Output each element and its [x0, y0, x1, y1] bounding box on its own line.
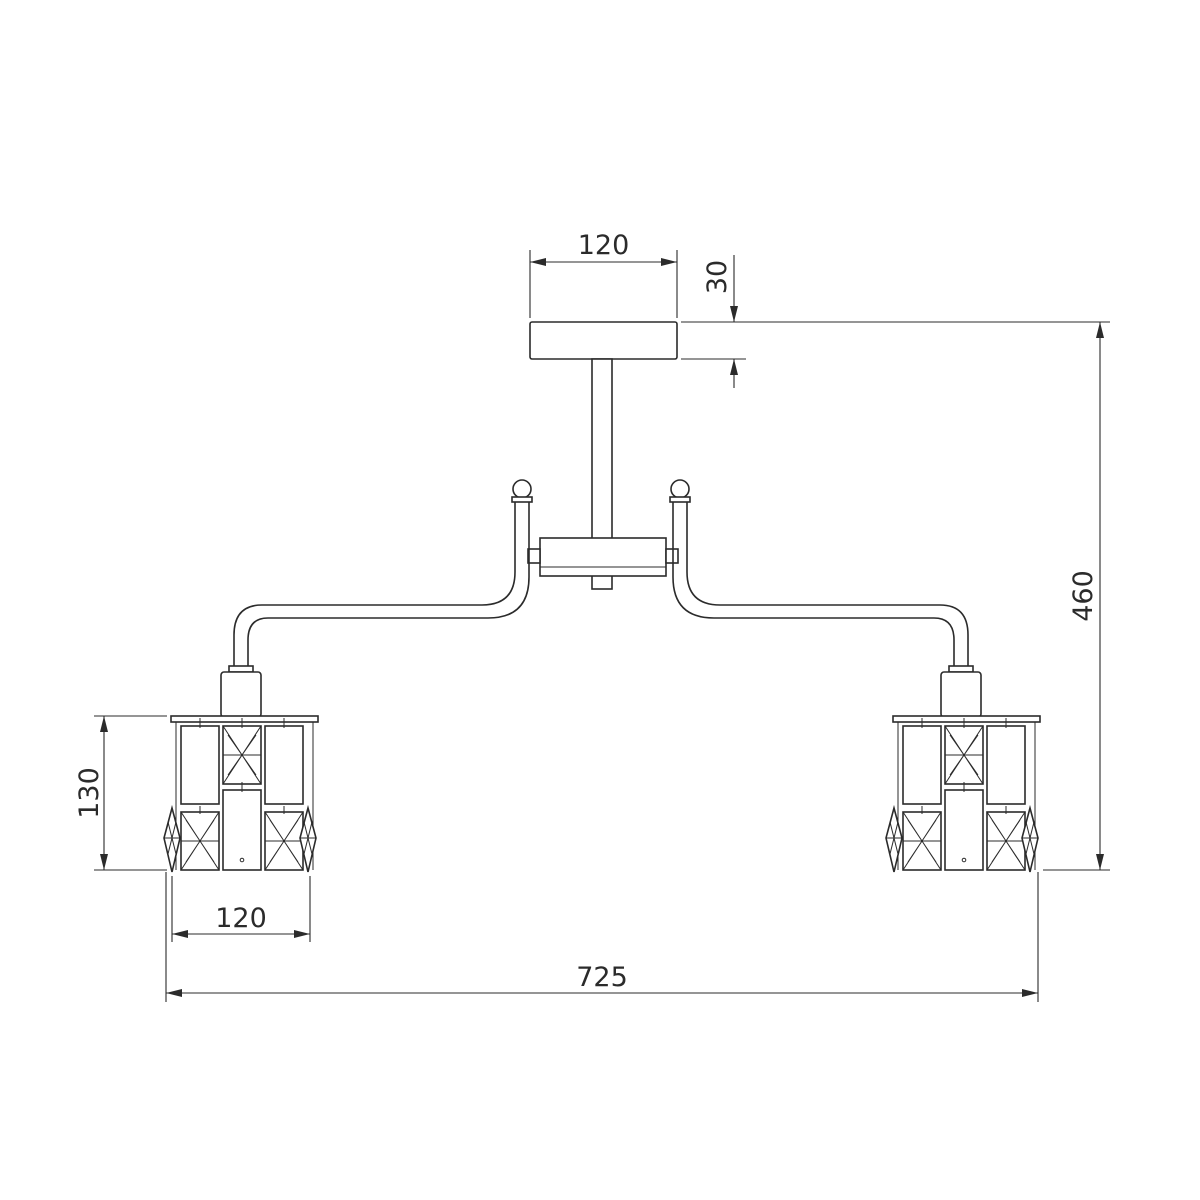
dimension-canopy-height: 30 — [681, 255, 746, 388]
dimension-label-total-height: 460 — [1068, 570, 1099, 622]
left-lamp-shade — [163, 665, 319, 873]
dimension-shade-height: 130 — [74, 715, 167, 871]
dimension-label-canopy-height: 30 — [702, 260, 733, 294]
mounting-block — [527, 537, 679, 577]
left-arm — [233, 479, 533, 668]
dimension-canopy-width: 120 — [529, 230, 678, 318]
dimension-label-canopy-width: 120 — [578, 230, 630, 261]
dimension-label-shade-width: 120 — [215, 903, 267, 934]
right-arm — [669, 479, 969, 668]
dimension-total-width: 725 — [165, 872, 1039, 1002]
dimension-label-shade-height: 130 — [74, 767, 105, 819]
right-lamp-shade — [885, 665, 1041, 873]
dimension-label-total-width: 725 — [576, 962, 628, 993]
ceiling-canopy — [529, 321, 678, 360]
central-stem — [591, 358, 613, 590]
dimension-total-height: 460 — [746, 321, 1110, 871]
dimension-shade-width: 120 — [171, 876, 311, 942]
